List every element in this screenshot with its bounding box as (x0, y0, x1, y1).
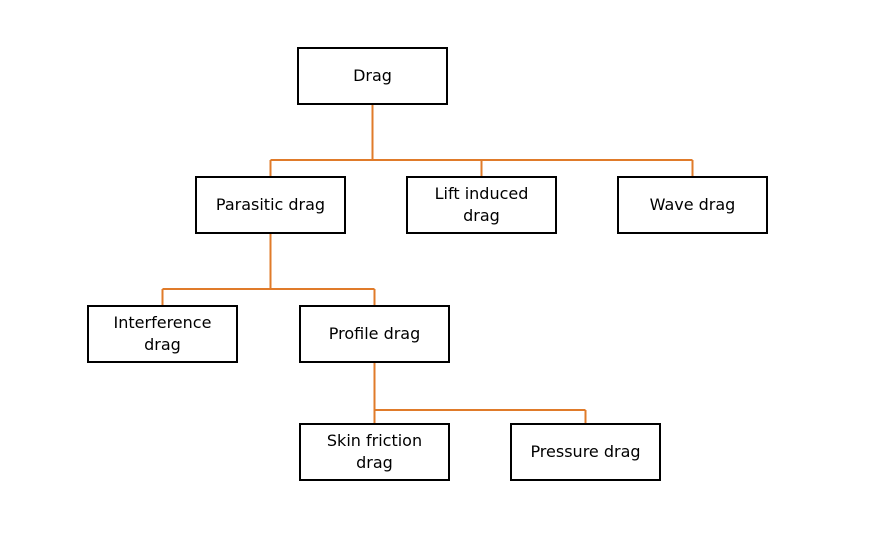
connector-profile-drag (373, 363, 587, 423)
connector-parasitic-drag (161, 234, 376, 305)
node-skin-friction-drag: Skin friction drag (299, 423, 450, 481)
node-pressure-drag: Pressure drag (510, 423, 661, 481)
node-pressure-drag-label: Pressure drag (530, 442, 641, 461)
node-lift-induced-drag: Lift induced drag (406, 176, 557, 234)
node-drag: Drag (297, 47, 448, 105)
node-parasitic-drag-label: Parasitic drag (215, 195, 326, 214)
node-parasitic-drag: Parasitic drag (195, 176, 346, 234)
node-wave-drag: Wave drag (617, 176, 768, 234)
connector-drag (269, 105, 694, 176)
node-interference-drag-label: Interference drag (113, 313, 212, 354)
node-drag-label: Drag (353, 66, 392, 85)
node-wave-drag-label: Wave drag (649, 195, 736, 214)
node-lift-induced-drag-label: Lift induced drag (434, 184, 529, 225)
node-interference-drag: Interference drag (87, 305, 238, 363)
node-profile-drag-label: Profile drag (328, 324, 421, 343)
node-profile-drag: Profile drag (299, 305, 450, 363)
node-skin-friction-drag-label: Skin friction drag (326, 431, 423, 472)
